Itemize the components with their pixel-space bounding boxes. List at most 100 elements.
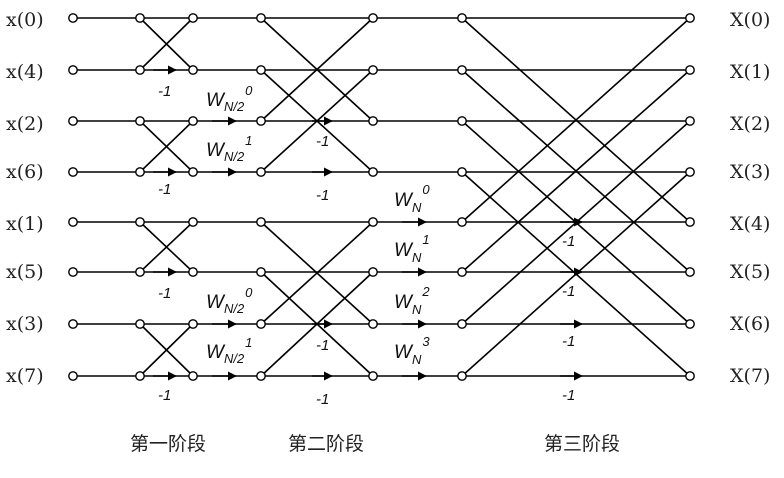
output-label: X(1): [730, 61, 770, 83]
node-circle: [188, 167, 198, 177]
node-circle: [685, 371, 695, 381]
node-circle: [68, 65, 78, 75]
stage1-negation-labels: -1 -1 -1 -1: [158, 83, 171, 404]
node-circle: [368, 167, 378, 177]
input-label: x(1): [6, 213, 44, 235]
node-circle: [188, 116, 198, 126]
stage2-negation-labels: -1 -1 -1 -1: [316, 133, 329, 408]
node-circle: [256, 217, 266, 227]
node-circle: [188, 371, 198, 381]
node-circle: [685, 13, 695, 23]
node-circle: [685, 319, 695, 329]
butterfly-cross-line: [260, 17, 374, 122]
output-label: X(6): [730, 313, 770, 335]
node-circle: [685, 167, 695, 177]
node-circle: [188, 319, 198, 329]
negation-label: -1: [562, 283, 575, 300]
butterfly-cross-line: [461, 17, 691, 223]
stage-titles: 第一阶段 第二阶段 第三阶段: [130, 433, 620, 455]
output-label: X(5): [730, 261, 770, 283]
negation-label: -1: [316, 133, 329, 150]
node-circle: [368, 13, 378, 23]
node-circle: [368, 319, 378, 329]
node-circle: [368, 371, 378, 381]
stage-title-2: 第二阶段: [288, 433, 364, 455]
input-label: x(0): [6, 9, 44, 31]
node-circle: [685, 116, 695, 126]
node-circle: [685, 65, 695, 75]
twiddle-factor: WN/21: [206, 335, 252, 366]
butterfly-cross-line: [139, 120, 194, 173]
stage-title-1: 第一阶段: [130, 433, 206, 455]
node-circle: [68, 167, 78, 177]
node-circle: [68, 267, 78, 277]
node-circle: [457, 167, 467, 177]
negation-label: -1: [316, 391, 329, 408]
output-label: X(2): [730, 113, 770, 135]
node-circle: [457, 371, 467, 381]
twiddle-factor: WN1: [394, 232, 430, 265]
output-labels: X(0) X(1) X(2) X(3) X(4) X(5) X(6) X(7): [730, 9, 770, 387]
output-label: X(0): [730, 9, 770, 31]
node-circle: [68, 319, 78, 329]
node-circle: [68, 371, 78, 381]
input-label: x(5): [6, 261, 44, 283]
node-circle: [68, 217, 78, 227]
stage3-twiddle-factors: WN0 WN1 WN2 WN3: [394, 182, 430, 367]
negation-label: -1: [158, 181, 171, 198]
butterfly-cross-line: [260, 221, 374, 325]
node-circle: [457, 319, 467, 329]
node-circle: [135, 65, 145, 75]
twiddle-factor: WN/20: [206, 285, 253, 316]
node-circle: [135, 116, 145, 126]
node-circle: [135, 167, 145, 177]
node-circle: [68, 13, 78, 23]
node-circle: [457, 65, 467, 75]
node-circle: [457, 13, 467, 23]
node-circle: [68, 116, 78, 126]
negation-label: -1: [316, 337, 329, 354]
node-circle: [188, 13, 198, 23]
negation-label: -1: [158, 83, 171, 100]
node-circle: [135, 13, 145, 23]
node-circle: [135, 371, 145, 381]
node-circle: [188, 267, 198, 277]
butterfly-cross-line: [461, 69, 691, 273]
node-circle: [368, 116, 378, 126]
input-labels: x(0) x(4) x(2) x(6) x(1) x(5) x(3) x(7): [6, 9, 44, 387]
node-circle: [135, 267, 145, 277]
butterfly-cross-line: [139, 17, 194, 71]
input-label: x(6): [6, 161, 44, 183]
twiddle-factor: WN3: [394, 334, 430, 367]
node-circle: [685, 267, 695, 277]
output-label: X(7): [730, 365, 770, 387]
node-circle: [256, 116, 266, 126]
node-circle: [256, 371, 266, 381]
input-label: x(4): [6, 61, 44, 83]
output-label: X(4): [730, 213, 770, 235]
signal-wires: [73, 17, 691, 377]
input-label: x(2): [6, 113, 44, 135]
stage3-negation-labels: -1 -1 -1 -1: [562, 233, 575, 404]
node-circle: [368, 267, 378, 277]
node-circle: [256, 167, 266, 177]
node-circle: [135, 217, 145, 227]
negation-label: -1: [158, 285, 171, 302]
twiddle-factor: WN/20: [206, 83, 253, 114]
stage2-twiddle-factors: WN/20 WN/21 WN/20 WN/21: [206, 83, 253, 366]
node-circle: [256, 65, 266, 75]
butterfly-cross-line: [139, 221, 194, 273]
node-circle: [457, 217, 467, 227]
node-circle: [685, 217, 695, 227]
negation-label: -1: [316, 187, 329, 204]
output-label: X(3): [730, 161, 770, 183]
negation-label: -1: [562, 233, 575, 250]
node-circle: [457, 267, 467, 277]
stage-title-3: 第三阶段: [544, 433, 620, 455]
node-circle: [188, 217, 198, 227]
butterfly-nodes: [68, 13, 695, 381]
node-circle: [368, 65, 378, 75]
negation-label: -1: [158, 387, 171, 404]
